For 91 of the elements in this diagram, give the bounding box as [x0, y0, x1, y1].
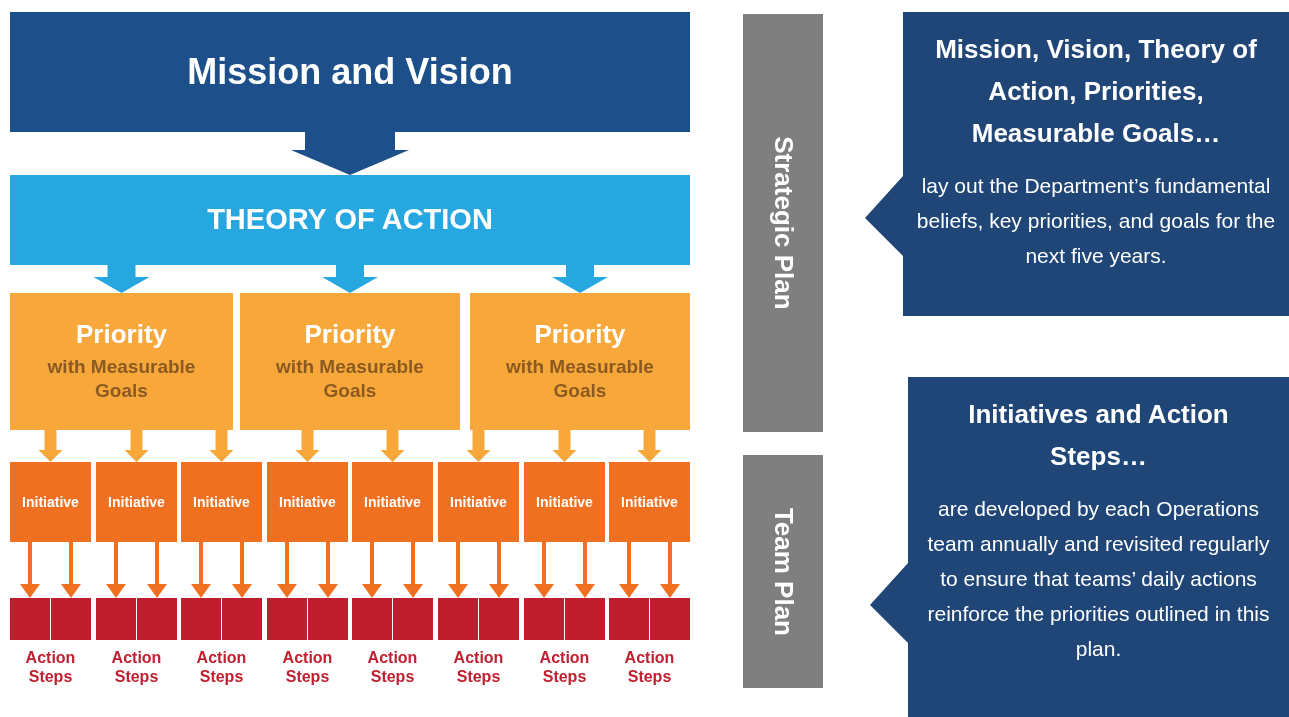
arrow [466, 430, 491, 462]
subheading: with Measurable Goals [46, 355, 197, 404]
subheading: with Measurable Goals [505, 355, 655, 404]
step-label: Action Steps [195, 648, 248, 686]
action-step-box [51, 598, 91, 640]
arrow [552, 430, 577, 462]
arrow [552, 265, 608, 293]
box-text: Initiative [279, 493, 336, 511]
initiative-box [10, 462, 91, 542]
action-step-box [479, 598, 519, 640]
arrow [61, 542, 81, 598]
callout-body: lay out the Department’s fundamental beliefs, key priorities, and goals for the next five years. [915, 173, 1277, 269]
mission-box [10, 12, 690, 132]
arrow [124, 430, 149, 462]
arrow [38, 430, 63, 462]
arrow [291, 132, 409, 175]
box-text: Initiative [22, 493, 79, 511]
heading: Priority [534, 319, 626, 350]
subheading: with Measurable Goals [275, 355, 425, 404]
action-step-box [565, 598, 605, 640]
step-label: Action Steps [281, 648, 334, 686]
theory-box [10, 175, 690, 265]
callout-box [870, 377, 1289, 717]
arrow [489, 542, 509, 598]
initiative-box [438, 462, 519, 542]
step-label: Action Steps [623, 648, 676, 686]
band-title: Team Plan [768, 507, 798, 636]
arrow [362, 542, 382, 598]
arrow [277, 542, 297, 598]
action-step-box [267, 598, 307, 640]
box-text: Initiative [621, 493, 678, 511]
action-step-box [222, 598, 262, 640]
band-title: Strategic Plan [768, 136, 798, 310]
action-step-box [10, 598, 50, 640]
action-step-box [609, 598, 649, 640]
heading: Mission and Vision [187, 51, 513, 93]
arrow [660, 542, 680, 598]
action-step-box [438, 598, 478, 640]
priority-box [240, 293, 460, 430]
arrow [295, 430, 320, 462]
box-text: Initiative [536, 493, 593, 511]
arrow [380, 430, 405, 462]
action-step-box [524, 598, 564, 640]
plan-band [743, 455, 823, 688]
arrow [147, 542, 167, 598]
action-step-box [137, 598, 177, 640]
arrow [575, 542, 595, 598]
initiative-box [181, 462, 262, 542]
initiative-box [96, 462, 177, 542]
arrow [534, 542, 554, 598]
heading: Priority [304, 319, 396, 350]
callout-heading: Mission, Vision, Theory of Action, Priorities, Measurable Goals… [934, 33, 1258, 150]
action-step-box [352, 598, 392, 640]
priority-box [470, 293, 690, 430]
action-step-box [96, 598, 136, 640]
initiative-box [352, 462, 433, 542]
callout-box [865, 12, 1289, 316]
arrow [209, 430, 234, 462]
heading: Priority [76, 319, 167, 350]
arrow [191, 542, 211, 598]
initiative-box [267, 462, 348, 542]
box-text: Initiative [364, 493, 421, 511]
action-step-box [308, 598, 348, 640]
initiative-box [609, 462, 690, 542]
box-text: Initiative [193, 493, 250, 511]
arrow [318, 542, 338, 598]
step-label: Action Steps [452, 648, 505, 686]
callout-heading: Initiatives and Action Steps… [967, 398, 1230, 473]
arrow [20, 542, 40, 598]
arrow [448, 542, 468, 598]
box-text: Initiative [450, 493, 507, 511]
step-label: Action Steps [538, 648, 591, 686]
arrow [93, 265, 150, 293]
arrow [322, 265, 378, 293]
arrow [637, 430, 662, 462]
arrow [106, 542, 126, 598]
initiative-box [524, 462, 605, 542]
step-label: Action Steps [366, 648, 419, 686]
priority-box [10, 293, 233, 430]
arrow [403, 542, 423, 598]
step-label: Action Steps [24, 648, 77, 686]
box-text: Initiative [108, 493, 165, 511]
callout-body: are developed by each Operations team annually and revisited regularly to ensure that teams’ daily actions reinforce the priorities outlined in this plan. [926, 496, 1271, 662]
arrow [619, 542, 639, 598]
action-step-box [181, 598, 221, 640]
plan-band [743, 14, 823, 432]
step-label: Action Steps [110, 648, 163, 686]
arrow [232, 542, 252, 598]
action-step-box [650, 598, 690, 640]
heading: THEORY OF ACTION [207, 203, 493, 237]
action-step-box [393, 598, 433, 640]
